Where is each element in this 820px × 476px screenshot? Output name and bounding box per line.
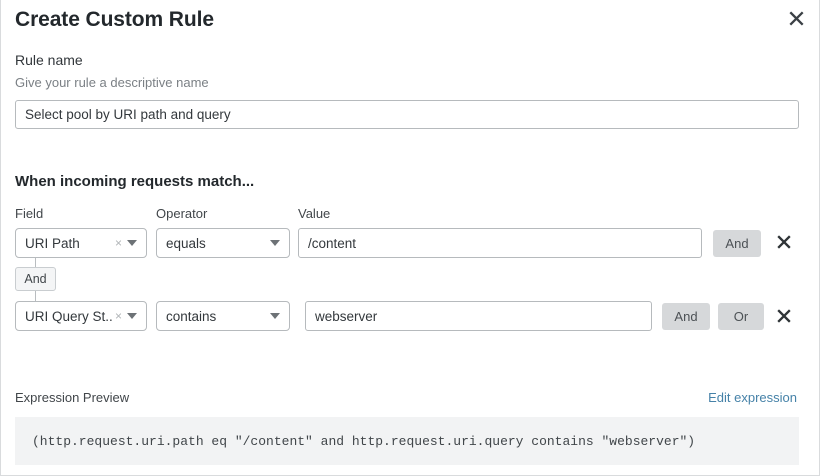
column-header-operator: Operator (156, 206, 208, 221)
column-header-field: Field (15, 206, 44, 221)
close-icon (788, 10, 804, 26)
expression-preview-box: (http.request.uri.path eq "/content" and… (15, 417, 799, 465)
rule-name-help-text: Give your rule a descriptive name (15, 75, 209, 90)
condition-delete-button-2[interactable] (773, 306, 795, 328)
condition-field-select-2[interactable]: URI Query St... × (15, 301, 147, 331)
condition-operator-value-1: equals (166, 235, 206, 251)
condition-field-value-1: URI Path (25, 235, 80, 251)
expression-preview-label: Expression Preview (15, 390, 130, 405)
clear-icon[interactable]: × (114, 236, 122, 250)
condition-and-button-1[interactable]: And (713, 230, 761, 257)
chevron-down-icon (127, 240, 137, 246)
clear-icon[interactable]: × (114, 309, 122, 323)
rule-name-input[interactable] (15, 100, 799, 129)
connector-line-bottom (35, 291, 36, 301)
condition-value-input-2[interactable] (305, 301, 652, 331)
close-button[interactable] (784, 6, 808, 30)
page-title: Create Custom Rule (15, 8, 214, 31)
group-connector-and-badge[interactable]: And (15, 267, 56, 291)
condition-operator-select-1[interactable]: equals (156, 228, 290, 258)
condition-operator-value-2: contains (166, 308, 217, 324)
condition-field-value-2: URI Query St... (25, 308, 113, 324)
expression-preview-text: (http.request.uri.path eq "/content" and… (32, 433, 696, 449)
condition-delete-button-1[interactable] (773, 232, 795, 254)
condition-or-button-2[interactable]: Or (718, 303, 764, 330)
chevron-down-icon (270, 240, 280, 246)
delete-icon (777, 234, 791, 252)
chevron-down-icon (127, 313, 137, 319)
condition-value-input-1[interactable] (298, 228, 702, 258)
chevron-down-icon (270, 313, 280, 319)
rule-name-label: Rule name (15, 52, 83, 68)
condition-field-select-1[interactable]: URI Path × (15, 228, 147, 258)
delete-icon (777, 308, 791, 326)
conditions-heading: When incoming requests match... (15, 173, 255, 190)
connector-line-top (35, 258, 36, 268)
column-header-value: Value (298, 206, 331, 221)
condition-operator-select-2[interactable]: contains (156, 301, 290, 331)
edit-expression-link[interactable]: Edit expression (708, 390, 797, 405)
condition-and-button-2[interactable]: And (662, 303, 710, 330)
